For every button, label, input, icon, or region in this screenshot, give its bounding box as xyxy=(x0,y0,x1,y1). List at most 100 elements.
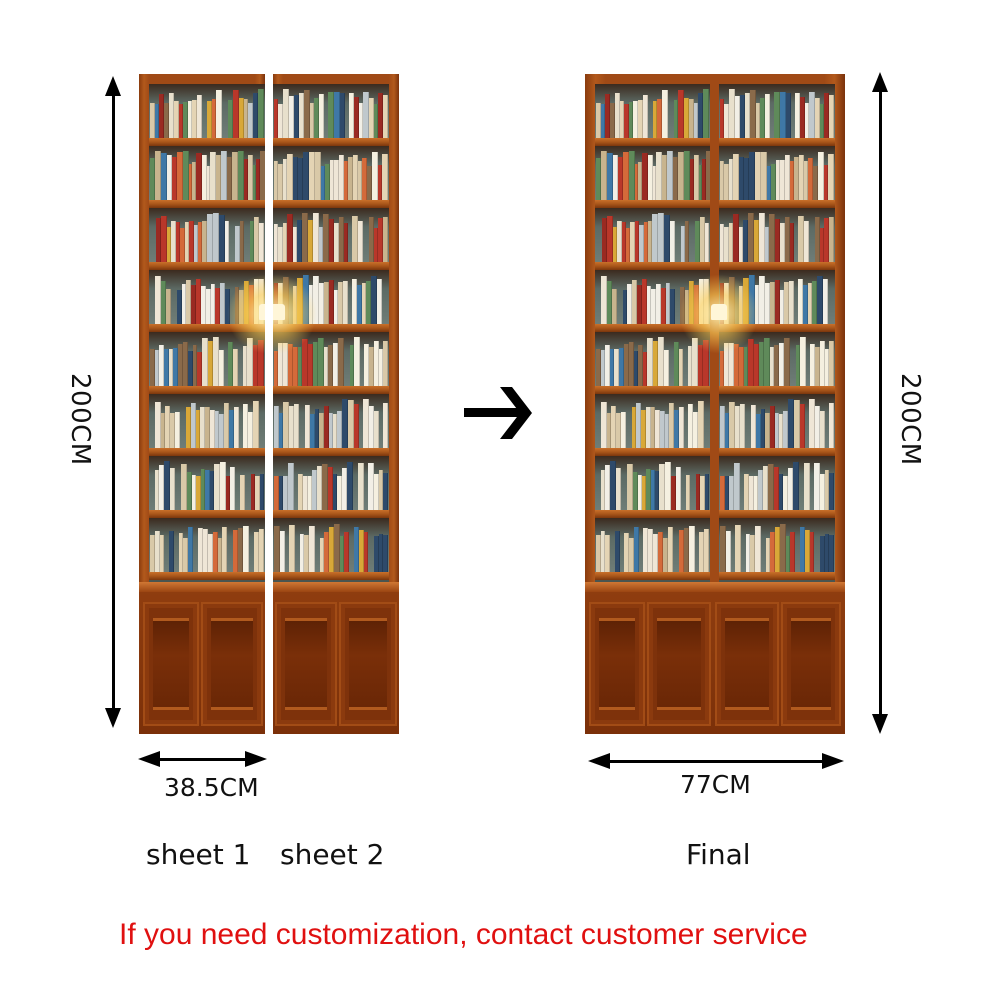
book xyxy=(828,341,834,386)
book xyxy=(327,467,333,510)
book xyxy=(303,90,310,138)
book xyxy=(618,157,623,200)
book xyxy=(621,412,626,448)
books xyxy=(149,337,265,386)
book xyxy=(606,413,612,448)
shelf-row xyxy=(149,208,265,262)
height-dimension-line xyxy=(879,88,882,716)
shelf-row xyxy=(149,518,265,572)
shelf-row xyxy=(149,456,265,510)
book xyxy=(646,407,651,448)
book xyxy=(744,158,750,200)
book xyxy=(774,280,780,324)
books xyxy=(719,89,835,138)
book xyxy=(660,411,665,448)
book xyxy=(641,279,647,324)
shelf-row xyxy=(273,332,389,386)
lamp-icon xyxy=(273,304,285,320)
book xyxy=(632,280,638,324)
book xyxy=(596,349,601,386)
book xyxy=(724,476,730,510)
book xyxy=(600,104,606,138)
book xyxy=(793,157,799,200)
book xyxy=(374,411,379,448)
book xyxy=(161,281,166,324)
book xyxy=(258,529,264,572)
book xyxy=(760,409,766,448)
book xyxy=(373,104,379,138)
book xyxy=(775,219,781,262)
book xyxy=(795,93,801,138)
shelf-row xyxy=(273,84,389,138)
book xyxy=(206,214,213,262)
book xyxy=(298,158,304,200)
book xyxy=(653,341,659,386)
book xyxy=(817,152,824,200)
shelf-row xyxy=(719,146,835,200)
books xyxy=(595,151,710,200)
book xyxy=(767,166,772,200)
book xyxy=(344,532,349,572)
book xyxy=(664,215,671,262)
book xyxy=(809,532,815,572)
book xyxy=(252,93,258,138)
books xyxy=(719,399,835,448)
book xyxy=(627,464,634,510)
book xyxy=(181,464,188,510)
book xyxy=(195,410,201,448)
book xyxy=(695,221,700,262)
book xyxy=(803,161,809,200)
book xyxy=(166,289,171,324)
book xyxy=(780,223,785,262)
book xyxy=(312,342,318,386)
shelf-row xyxy=(719,84,835,138)
book xyxy=(319,283,324,324)
book xyxy=(739,95,745,138)
book xyxy=(201,286,206,324)
book xyxy=(309,103,315,138)
book xyxy=(378,534,384,572)
book xyxy=(216,155,221,200)
final-width-dimension-line xyxy=(606,760,828,763)
book xyxy=(200,407,206,448)
book xyxy=(283,476,288,510)
book xyxy=(334,160,339,200)
book xyxy=(324,532,329,572)
book xyxy=(785,536,791,572)
book xyxy=(365,281,371,324)
shelf-row xyxy=(719,456,835,510)
book xyxy=(755,103,761,138)
shelf-row xyxy=(273,146,389,200)
book xyxy=(191,475,197,510)
shelves xyxy=(585,74,845,734)
book xyxy=(624,104,629,138)
book xyxy=(212,532,218,572)
book xyxy=(664,350,669,386)
book xyxy=(732,214,739,262)
book xyxy=(188,527,194,572)
cabinet-door xyxy=(201,602,263,726)
book xyxy=(172,157,177,200)
book xyxy=(171,221,176,262)
books xyxy=(719,152,835,200)
book xyxy=(684,221,690,262)
book xyxy=(254,532,259,572)
book xyxy=(358,221,363,262)
book xyxy=(828,217,834,262)
book xyxy=(820,474,825,510)
arrow-head-up-icon xyxy=(105,76,121,96)
book xyxy=(250,221,255,262)
book xyxy=(653,534,659,572)
book xyxy=(239,98,244,138)
book xyxy=(233,90,240,138)
book xyxy=(733,154,740,200)
book xyxy=(367,166,372,200)
book xyxy=(308,526,315,572)
book xyxy=(607,216,613,262)
book xyxy=(824,470,830,510)
book xyxy=(218,215,225,262)
book xyxy=(829,95,835,138)
book xyxy=(799,527,805,572)
book xyxy=(278,343,284,386)
book xyxy=(734,344,740,386)
